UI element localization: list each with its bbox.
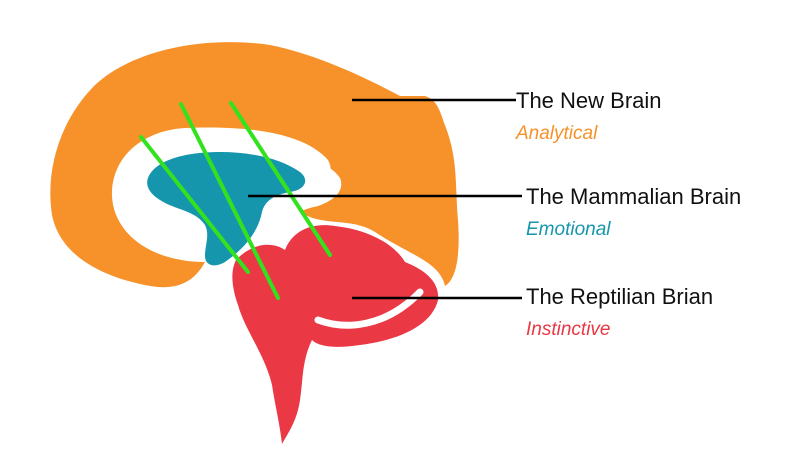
- hatch-line-1: [139, 135, 250, 274]
- mammalian-brain-label: The Mammalian Brain Emotional: [526, 184, 741, 242]
- new-brain-title: The New Brain: [516, 88, 662, 113]
- hatch-line-3: [229, 101, 332, 257]
- new-brain-label: The New Brain Analytical: [516, 88, 662, 146]
- brainstem-shape: [232, 225, 439, 444]
- hatch-line-2: [179, 102, 280, 300]
- mammalian-brain-title: The Mammalian Brain: [526, 184, 742, 209]
- reptilian-brain-subtitle: Instinctive: [526, 319, 611, 340]
- reptilian-brain-label: The Reptilian Brian Instinctive: [526, 284, 713, 342]
- reptilian-brain-title: The Reptilian Brian: [526, 284, 714, 309]
- limbic-shape: [147, 152, 306, 266]
- mammalian-brain-subtitle: Emotional: [526, 219, 611, 240]
- neocortex-shape: [50, 42, 459, 288]
- cerebellum-crease: [314, 288, 424, 329]
- new-brain-subtitle: Analytical: [516, 123, 598, 144]
